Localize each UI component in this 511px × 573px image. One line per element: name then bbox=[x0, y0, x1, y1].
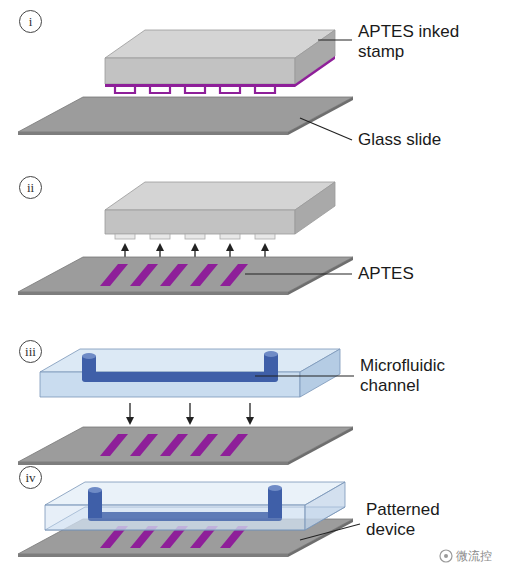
watermark-icon bbox=[440, 550, 452, 562]
glass-slide bbox=[18, 257, 353, 295]
stamp bbox=[105, 182, 335, 239]
step-numeral: ii bbox=[27, 181, 34, 194]
leader-lines bbox=[245, 40, 360, 540]
stamp bbox=[105, 30, 335, 93]
step-number: i bbox=[19, 10, 42, 33]
aptes-pattern bbox=[100, 264, 248, 286]
glass-slide bbox=[18, 427, 353, 465]
aptes-pattern bbox=[100, 434, 248, 456]
step-number: ii bbox=[19, 176, 42, 199]
part-label: APTES bbox=[358, 264, 414, 284]
patterned-device bbox=[45, 482, 345, 530]
step-numeral: iv bbox=[25, 471, 35, 484]
arrows bbox=[130, 403, 250, 423]
step-number: iii bbox=[19, 340, 42, 363]
part-label: Patterned device bbox=[366, 500, 466, 540]
part-label: Glass slide bbox=[358, 130, 441, 150]
step-numeral: i bbox=[29, 15, 33, 28]
microfluidic-block bbox=[40, 349, 340, 397]
watermark: 微流控 bbox=[456, 549, 492, 563]
part-label: APTES inked stamp bbox=[358, 22, 470, 62]
step-numeral: iii bbox=[25, 345, 36, 358]
step-number: iv bbox=[19, 466, 42, 489]
part-label: Microfluidic channel bbox=[360, 356, 478, 396]
glass-slide bbox=[18, 97, 353, 135]
